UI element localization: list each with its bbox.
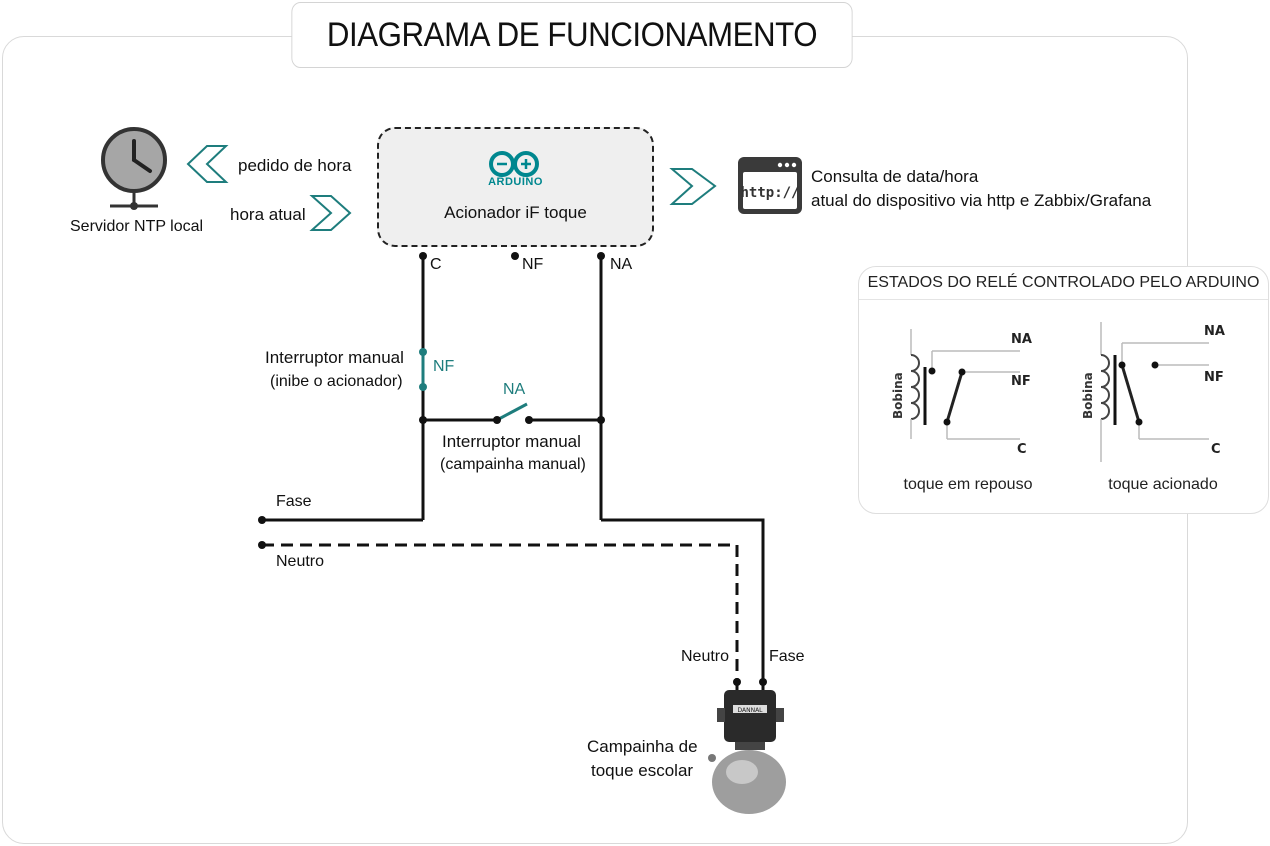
bell-label-line1: Campainha de <box>587 737 698 756</box>
terminal-dots <box>258 252 767 686</box>
rest-coil-label: Bobina <box>891 372 905 419</box>
switch-na-subtitle: (campainha manual) <box>440 456 586 473</box>
relay-states-title: ESTADOS DO RELÉ CONTROLADO PELO ARDUINO <box>859 267 1268 300</box>
bell-brand: DANNAL <box>737 707 763 714</box>
bell-label-line2: toque escolar <box>591 761 694 780</box>
response-arrow-icon <box>309 195 352 231</box>
request-arrow-icon <box>186 145 229 183</box>
relay-rest-symbol <box>910 329 1020 440</box>
http-line1: Consulta de data/hora <box>811 167 979 186</box>
arduino-controller: ARDUINO Acionador iF toque <box>377 127 654 247</box>
arduino-logo-text: ARDUINO <box>488 176 543 188</box>
switch-na-title: Interruptor manual <box>442 432 581 451</box>
terminal-na-label: NA <box>610 256 633 273</box>
active-na-label: NA <box>1204 324 1225 339</box>
relay-states-drawing: NA NF C Bobina toque em repouso NA NF C … <box>891 322 1225 493</box>
switch-nf-contact: NF <box>433 358 455 375</box>
mains-phase-label: Fase <box>276 493 312 510</box>
http-line2: atual do dispositivo via http e Zabbix/G… <box>811 191 1152 210</box>
rest-nf-label: NF <box>1011 374 1031 389</box>
terminal-nf-label: NF <box>522 256 544 273</box>
response-label: hora atual <box>230 205 306 224</box>
terminal-c-label: C <box>430 256 442 273</box>
active-nf-label: NF <box>1204 370 1224 385</box>
rest-caption: toque em repouso <box>904 476 1033 493</box>
active-caption: toque acionado <box>1108 476 1218 493</box>
bell-neutral-label: Neutro <box>681 648 730 665</box>
request-label: pedido de hora <box>238 156 352 175</box>
relay-active-symbol <box>1100 322 1209 462</box>
switch-na-contact: NA <box>503 381 526 398</box>
switch-nf-subtitle: (inibe o acionador) <box>270 373 403 390</box>
active-c-label: C <box>1211 442 1221 457</box>
switch-nf-title: Interruptor manual <box>265 348 404 367</box>
relay-states-panel: ESTADOS DO RELÉ CONTROLADO PELO ARDUINO … <box>858 266 1269 514</box>
mains-neutral-label: Neutro <box>276 553 325 570</box>
bell-phase-label: Fase <box>769 648 805 665</box>
browser-http-icon: http:// <box>738 157 802 214</box>
ntp-server-label: Servidor NTP local <box>70 218 204 235</box>
controller-label: Acionador iF toque <box>444 203 587 222</box>
wires <box>262 256 765 690</box>
rest-c-label: C <box>1017 442 1027 457</box>
http-icon-text: http:// <box>740 185 799 201</box>
school-bell-icon: DANNAL <box>708 690 786 814</box>
active-coil-label: Bobina <box>1081 372 1095 419</box>
http-arrow-icon <box>669 168 717 205</box>
diagram-title: DIAGRAMA DE FUNCIONAMENTO <box>291 2 853 68</box>
clock-server-icon <box>101 127 167 210</box>
rest-na-label: NA <box>1011 332 1032 347</box>
diagram-title-text: DIAGRAMA DE FUNCIONAMENTO <box>326 15 818 54</box>
